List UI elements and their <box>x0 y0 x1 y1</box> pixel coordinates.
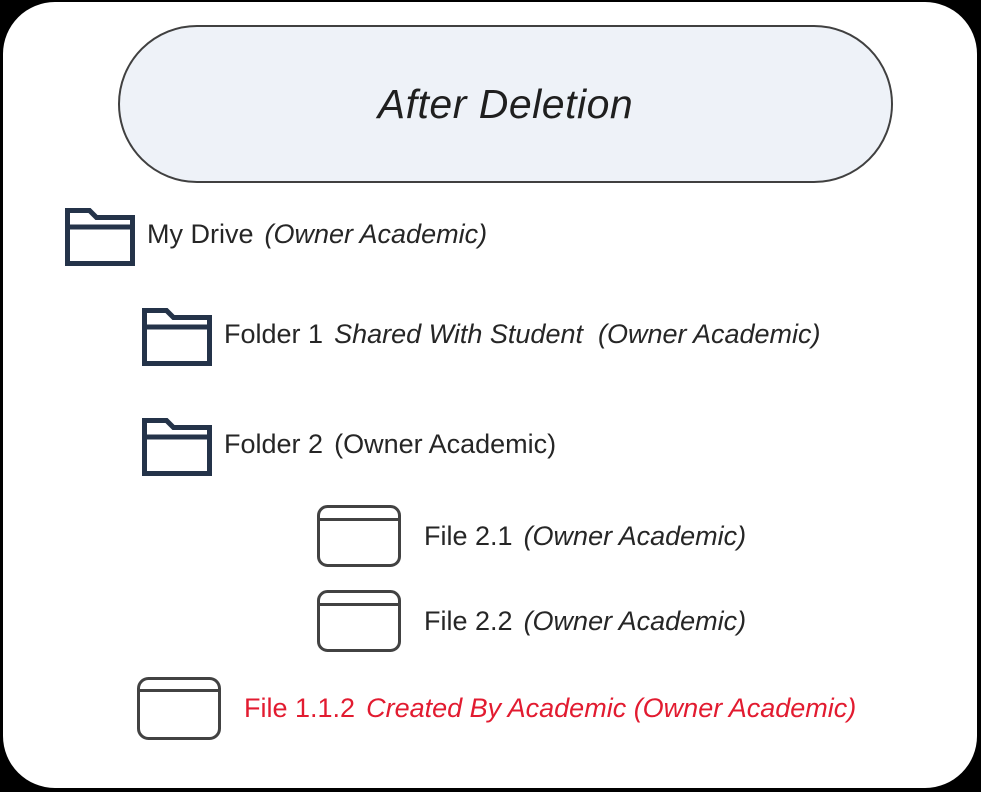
tree-item-file-2-1: File 2.1 (Owner Academic) <box>272 505 746 567</box>
folder-icon <box>97 413 213 476</box>
item-detail: (Owner Academic) <box>523 520 747 551</box>
item-label: File 1.1.2 <box>244 693 356 723</box>
tree-item-file-2-2: File 2.2 (Owner Academic) <box>272 590 746 652</box>
tree-item-my-drive: My Drive (Owner Academic) <box>20 203 487 266</box>
page-title: After Deletion <box>377 80 634 127</box>
tree-item-file-1-1-2: File 1.1.2 Created By Academic (Owner Ac… <box>92 677 856 740</box>
folder-icon <box>20 203 136 266</box>
diagram-title-pill: After Deletion <box>118 25 893 183</box>
item-detail: Shared With Student (Owner Academic) <box>334 319 821 349</box>
item-detail: (Owner Academic) <box>334 429 557 459</box>
item-detail: (Owner Academic) <box>264 219 488 249</box>
tree-item-folder-2: Folder 2 (Owner Academic) <box>97 413 556 476</box>
item-label: Folder 2 <box>224 429 324 459</box>
file-icon <box>272 505 402 567</box>
item-detail: Created By Academic (Owner Academic) <box>366 693 857 723</box>
diagram-canvas: After Deletion My Drive (Owner Academic)… <box>3 2 977 788</box>
file-icon <box>272 590 402 652</box>
folder-icon <box>97 303 213 366</box>
item-detail: (Owner Academic) <box>523 605 747 636</box>
item-label: File 2.2 <box>424 605 513 636</box>
file-icon <box>92 677 222 740</box>
item-label: File 2.1 <box>424 520 513 551</box>
item-label: Folder 1 <box>224 319 324 349</box>
item-label: My Drive <box>147 219 254 249</box>
tree-item-folder-1: Folder 1 Shared With Student (Owner Acad… <box>97 303 821 366</box>
